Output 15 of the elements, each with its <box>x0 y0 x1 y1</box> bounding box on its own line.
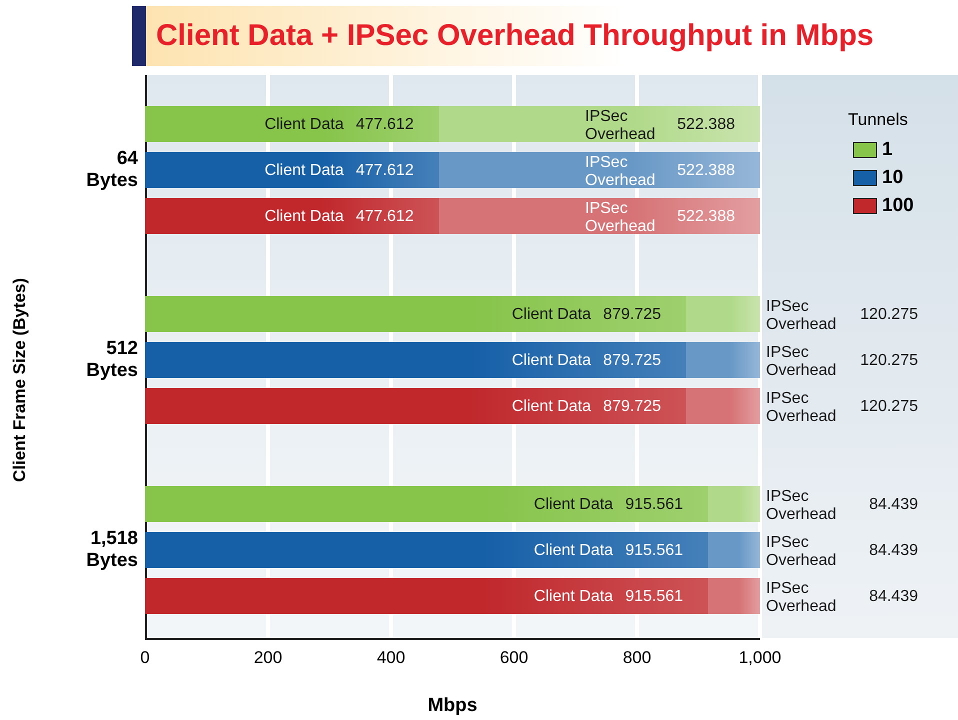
axis-title: Mbps <box>426 695 478 717</box>
tick-label: 1,000 <box>738 648 782 668</box>
legend-label: 100 <box>882 195 914 217</box>
category-label: 1,518 Bytes <box>85 528 138 572</box>
category-label: 512 Bytes <box>85 338 138 382</box>
legend-label: 1 <box>882 139 893 161</box>
tick-label: 600 <box>498 648 530 668</box>
tick-label: 200 <box>252 648 284 668</box>
axis-title: Client Frame Size (Bytes) <box>10 276 30 484</box>
tick-label: 400 <box>376 648 406 668</box>
tick-label: 800 <box>622 648 652 668</box>
legend-label: 10 <box>882 167 904 189</box>
tick-label: 0 <box>139 648 151 668</box>
legend-title: Tunnels <box>848 110 908 130</box>
category-label: 64 Bytes <box>85 148 138 192</box>
